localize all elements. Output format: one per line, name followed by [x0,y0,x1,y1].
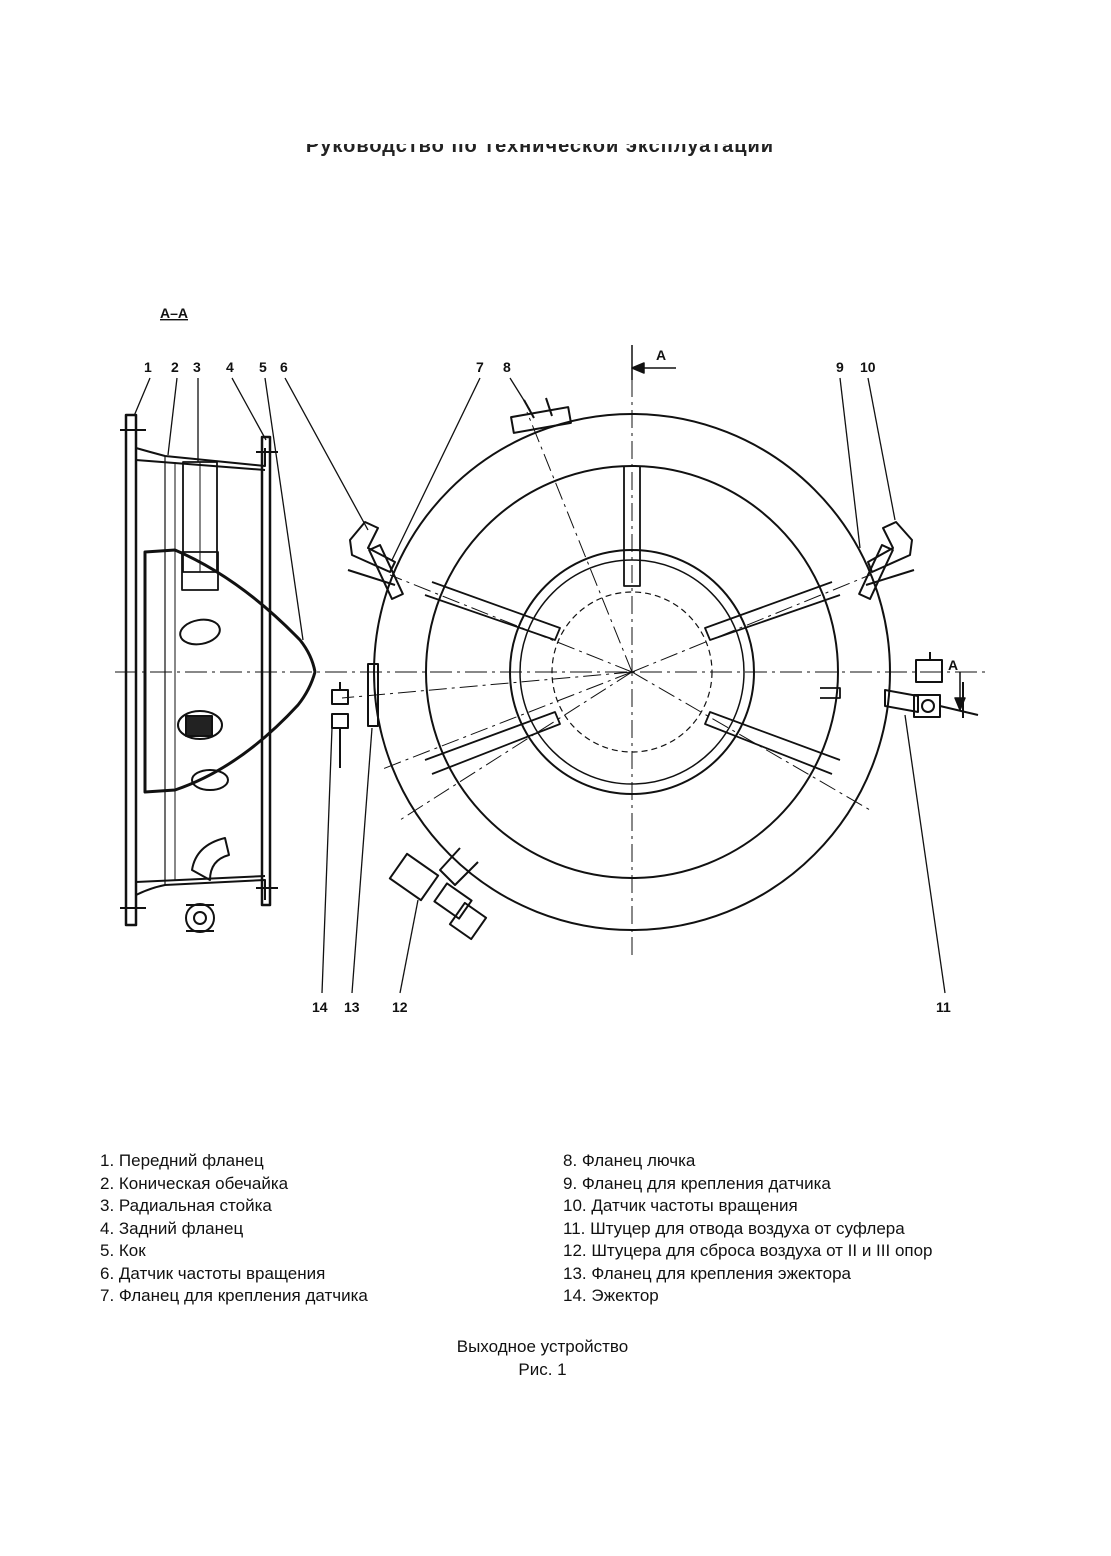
fitting-12 [388,847,488,941]
marker-a-right: А [948,657,958,673]
side-section-view [120,413,317,933]
legend-item: 8. Фланец лючка [563,1151,696,1170]
front-flange [124,413,138,927]
callout-numbers: 1 2 3 4 5 6 7 8 9 10 11 12 13 14 [144,359,951,1015]
callout-5: 5 [259,359,267,375]
leader-lines [133,377,946,994]
ejector [331,663,379,768]
callout-1: 1 [144,359,152,375]
callout-7: 7 [476,359,484,375]
legend-item: 4. Задний фланец [100,1218,244,1238]
callout-11: 11 [936,999,951,1015]
callout-10: 10 [860,359,876,375]
callout-12: 12 [392,999,408,1015]
fitting-11 [884,652,979,718]
sensor-left [347,521,404,601]
rear-flange [260,435,272,907]
marker-a-top: А [656,347,666,363]
callout-14: 14 [312,999,328,1015]
legend-item: 11. Штуцер для отвода воздуха от суфлера [563,1218,905,1238]
legend-left: 1. Передний фланец 2. Коническая обечайк… [100,1150,368,1308]
hatch-flange [510,397,572,434]
callout-4: 4 [226,359,234,375]
legend-item: 3. Радиальная стойка [100,1196,272,1215]
legend-item: 14. Эжектор [563,1286,659,1305]
legend-item: 5. Кок [100,1241,146,1260]
legend-right: 8. Фланец лючка 9. Фланец для крепления … [563,1150,933,1308]
legend-item: 9. Фланец для крепления датчика [563,1173,831,1193]
legend-item: 10. Датчик частоты вращения [563,1196,798,1215]
legend-item: 12. Штуцера для сброса воздуха от II и I… [563,1241,933,1260]
callout-2: 2 [171,359,179,375]
figure-caption-number: Рис. 1 [518,1360,567,1379]
legend-item: 7. Фланец для крепления датчика [100,1286,368,1305]
legend-item: 13. Фланец для крепления эжектора [563,1263,851,1283]
callout-9: 9 [836,359,844,375]
callout-13: 13 [344,999,360,1015]
figure-caption-title: Выходное устройство [456,1337,629,1356]
front-view [331,348,979,955]
section-label: А–А [160,305,188,321]
cone-kok [143,548,317,794]
struts [424,466,841,775]
sensor-right [858,521,915,601]
legend-item: 1. Передний фланец [100,1151,264,1170]
legend-item: 6. Датчик частоты вращения [100,1263,326,1283]
callout-3: 3 [193,359,201,375]
callout-6: 6 [280,359,288,375]
legend-item: 2. Коническая обечайка [100,1173,289,1193]
callout-8: 8 [503,359,511,375]
section-marker-a [631,345,966,711]
